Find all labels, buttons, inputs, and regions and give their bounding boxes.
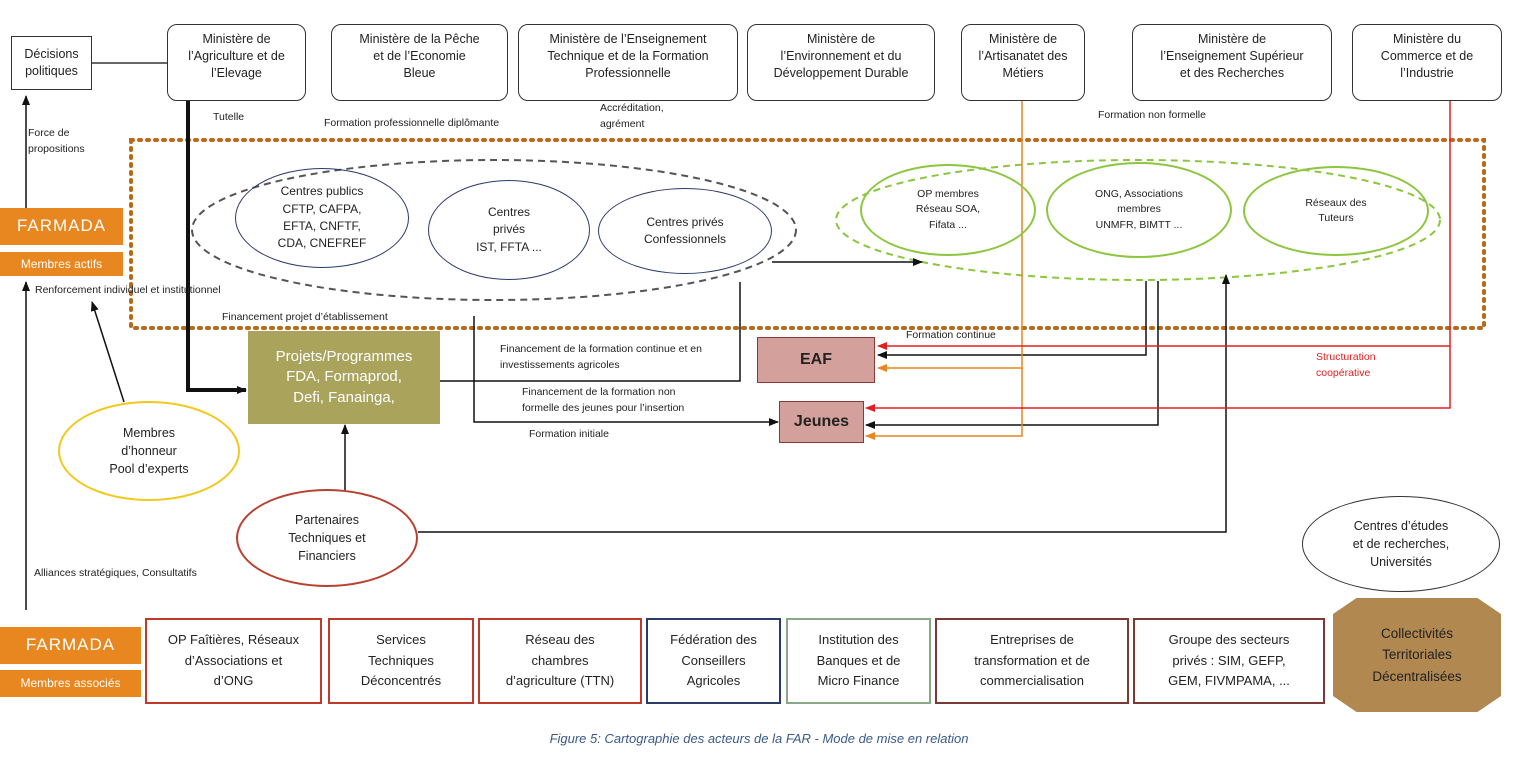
ministry-commerce: Ministère du Commerce et de l’Industrie (1352, 24, 1502, 101)
ministry-environnement: Ministère de l’Environnement et du Dével… (747, 24, 935, 101)
financement-projet-line (440, 282, 741, 382)
bottom-secteurs-prives: Groupe des secteurs privés : SIM, GEFP, … (1133, 618, 1325, 704)
ministry-artisanat: Ministère de l’Artisanatet des Métiers (961, 24, 1085, 101)
ong-to-jeunes-arrow (865, 281, 1159, 429)
formation-initiale-arrow (473, 316, 779, 426)
farmada-members-active: Membres actifs (0, 251, 123, 276)
bottom-banques: Institution des Banques et de Micro Fina… (786, 618, 931, 704)
farmada-members-associated: Membres associés (0, 669, 141, 697)
ministry-agriculture: Ministère de l’Agriculture et de l’Eleva… (167, 24, 306, 101)
nonformal-op: OP membres Réseau SOA, Fifata ... (860, 164, 1036, 256)
bottom-services-techniques: Services Techniques Déconcentrés (328, 618, 474, 704)
bottom-reseau-chambres: Réseau des chambres d’agriculture (TTN) (478, 618, 642, 704)
collectivites-box: Collectivités Territoriales Décentralisé… (1333, 598, 1501, 712)
label-formation-continue: Formation continue (906, 329, 996, 341)
non-formal-group-outline (835, 159, 1441, 281)
bottom-op-faitieres: OP Faîtières, Réseaux d’Associations et … (145, 618, 322, 704)
artisanat-to-jeunes-arrow (865, 368, 1023, 440)
nonformal-tutors: Réseaux des Tuteurs (1243, 166, 1429, 256)
ong-to-eaf-arrow (877, 281, 1147, 359)
bottom-federation-conseillers: Fédération des Conseillers Agricoles (646, 618, 781, 704)
jeunes-box: Jeunes (779, 401, 864, 443)
research-ellipse: Centres d’études et de recherches, Unive… (1302, 496, 1500, 592)
projects-box: Projets/Programmes FDA, Formaprod, Defi,… (248, 331, 440, 424)
eaf-box: EAF (757, 337, 875, 383)
label-financement-projet: Financement projet d’établissement (222, 311, 388, 323)
center-public: Centres publics CFTP, CAFPA, EFTA, CNFTF… (235, 168, 409, 268)
label-financement-non-formelle: Financement de la formation non formelle… (522, 386, 685, 414)
tutelle-arrow (186, 101, 247, 394)
label-formation-initiale: Formation initiale (529, 428, 609, 440)
label-renforcement: Renforcement individuel et institutionne… (35, 284, 221, 296)
commerce-to-jeunes-arrow (865, 346, 1451, 412)
ministry-peche: Ministère de la Pêche et de l’Economie B… (331, 24, 508, 101)
honor-arrow (90, 301, 125, 403)
ptf-to-tutors-arrow (418, 274, 1230, 533)
ptf-ellipse: Partenaires Techniques et Financiers (236, 489, 418, 587)
farmada-bottom-title: FARMADA (0, 627, 141, 664)
figure-caption: Figure 5: Cartographie des acteurs de la… (549, 731, 969, 746)
farmada-top-title: FARMADA (0, 208, 123, 245)
label-formation-diplomante: Formation professionnelle diplômante (324, 117, 500, 129)
decisions-box: Décisions politiques (11, 36, 92, 90)
bottom-entreprises: Entreprises de transformation et de comm… (935, 618, 1129, 704)
label-formation-non-formelle: Formation non formelle (1098, 109, 1206, 121)
dotted-frame (129, 138, 1486, 330)
centers-group-outline (191, 159, 797, 301)
label-structuration: Structuration coopérative (1316, 351, 1376, 379)
label-force: Force de propositions (28, 127, 85, 155)
ministry-enseignement-superieur: Ministère de l’Enseignement Supérieur et… (1132, 24, 1332, 101)
ministry-enseignement-technique: Ministère de l’Enseignement Technique et… (518, 24, 738, 101)
label-tutelle: Tutelle (213, 111, 245, 123)
label-accreditation: Accréditation, agrément (600, 102, 664, 130)
label-financement-continue: Financement de la formation continue et … (500, 343, 702, 371)
honor-members: Membres d’honneur Pool d’experts (58, 401, 240, 501)
label-alliances: Alliances stratégiques, Consultatifs (34, 567, 197, 579)
center-private: Centres privés IST, FFTA ... (428, 180, 590, 280)
center-confessional: Centres privés Confessionnels (598, 188, 772, 274)
nonformal-ong: ONG, Associations membres UNMFR, BIMTT .… (1046, 162, 1232, 258)
